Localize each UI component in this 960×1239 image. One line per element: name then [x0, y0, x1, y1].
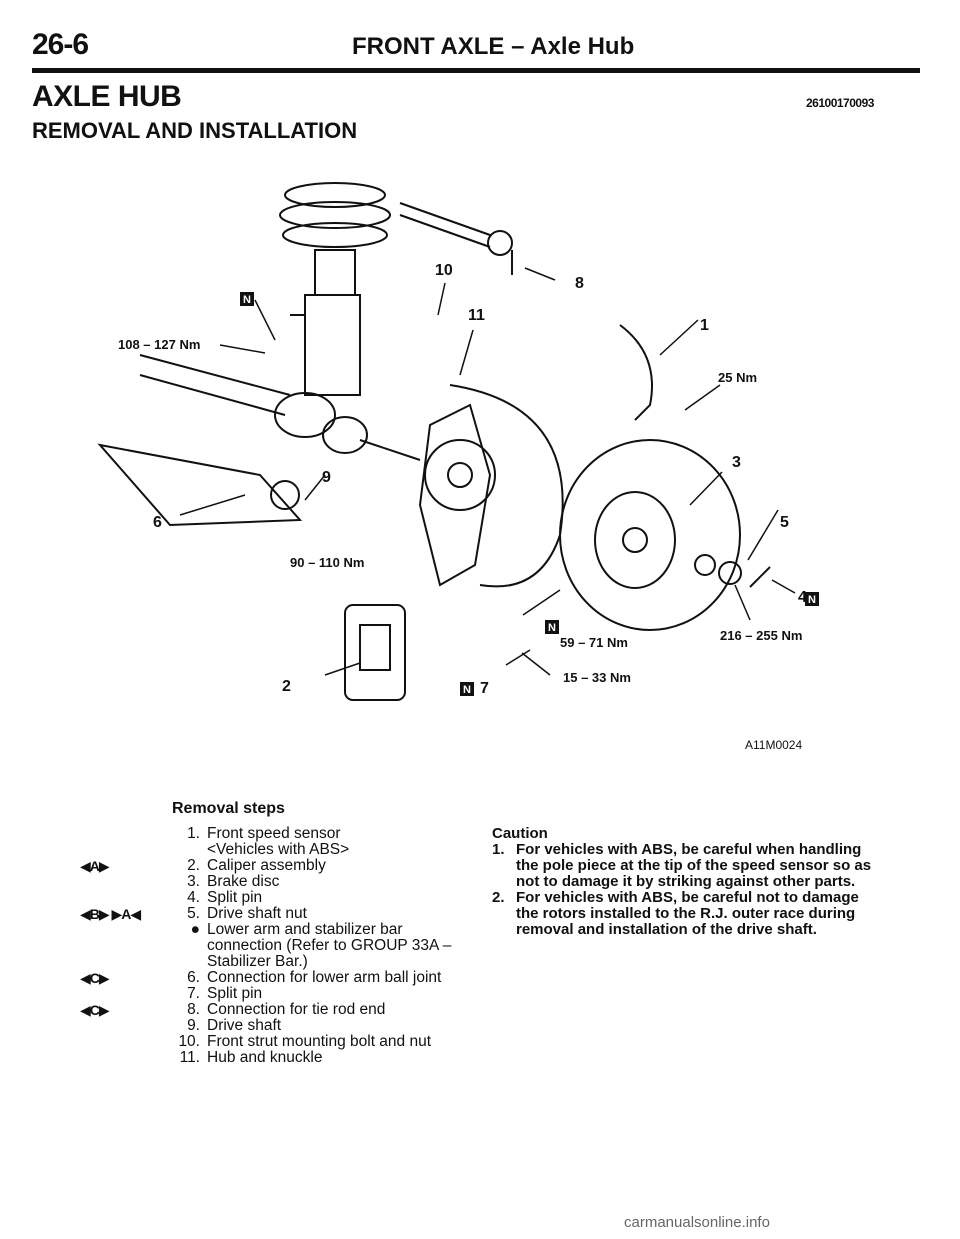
step-text: connection (Refer to GROUP 33A –: [207, 937, 452, 954]
tie-rod-drawing: [399, 202, 513, 275]
step-text: Connection for tie rod end: [207, 1001, 386, 1018]
removal-step: connection (Refer to GROUP 33A –: [80, 938, 480, 954]
step-text: Front speed sensor: [207, 825, 341, 842]
page-number: 26-6: [32, 28, 89, 61]
new-part-mark-caliper: N: [548, 622, 556, 634]
callout-8: 8: [575, 275, 584, 292]
leader-lines: [179, 267, 796, 676]
callout-9: 9: [322, 469, 331, 486]
new-part-marks: N N N N: [240, 292, 819, 696]
step-number: 9.: [187, 1017, 200, 1034]
knuckle-drawing: [418, 403, 496, 587]
torque-strut-bolt: 108 – 127 Nm: [118, 337, 200, 352]
torque-ball-joint: 90 – 110 Nm: [290, 555, 364, 570]
step-text: Split pin: [207, 889, 263, 906]
caution-number: 2.: [492, 889, 505, 906]
running-header-title: FRONT AXLE – Axle Hub: [352, 33, 635, 60]
removal-step: ◀A▶ 2. Caliper assembly: [80, 857, 480, 875]
step-text: Split pin: [207, 985, 263, 1002]
service-marker: ◀C▶: [80, 970, 110, 986]
step-number: 3.: [187, 873, 200, 890]
caliper-drawing: [344, 604, 406, 701]
callout-1: 1: [700, 317, 709, 334]
removal-step: <Vehicles with ABS>: [80, 842, 480, 858]
new-part-mark-split-pin: N: [808, 594, 816, 606]
service-marker: ◀C▶: [80, 1002, 110, 1018]
header-rule: [32, 68, 920, 73]
caution-text: For vehicles with ABS, be careful not to…: [516, 889, 859, 938]
caution-heading: Caution: [492, 825, 548, 842]
removal-step: 3. Brake disc: [80, 874, 480, 890]
torque-caliper: 59 – 71 Nm: [560, 635, 628, 650]
watermark-text: carmanualsonline.info: [624, 1214, 770, 1231]
axle-hub-exploded-diagram: 1 2 3 4 5 6 7 8 9 10 11 108 – 127 Nm 90 …: [97, 182, 819, 701]
step-number: 6.: [187, 969, 200, 986]
lower-arm-drawing: [97, 443, 303, 527]
caution-number: 1.: [492, 841, 505, 858]
speed-sensor-drawing: [619, 324, 653, 421]
drive-shaft-drawing: [139, 354, 421, 461]
removal-steps-heading: Removal steps: [172, 800, 285, 817]
step-number: 7.: [187, 985, 200, 1002]
step-text: Brake disc: [207, 873, 280, 890]
removal-step: Stabilizer Bar.): [80, 954, 480, 970]
removal-step: 10. Front strut mounting bolt and nut: [80, 1034, 480, 1050]
callout-4: 4: [798, 589, 807, 606]
torque-tie-rod: 15 – 33 Nm: [563, 670, 631, 685]
torque-drive-shaft-nut: 216 – 255 Nm: [720, 628, 802, 643]
step-text: <Vehicles with ABS>: [207, 841, 350, 858]
service-marker: ◀A▶: [80, 858, 110, 874]
step-text: Connection for lower arm ball joint: [207, 969, 442, 986]
step-number: 5.: [187, 905, 200, 922]
caution-item: 1. For vehicles with ABS, be careful when…: [492, 842, 882, 890]
removal-step: 9. Drive shaft: [80, 1018, 480, 1034]
removal-step: 4. Split pin: [80, 890, 480, 906]
removal-step: 7. Split pin: [80, 986, 480, 1002]
document-code: 26100170093: [806, 96, 874, 110]
caution-box: Caution 1. For vehicles with ABS, be care…: [492, 826, 882, 938]
removal-step: ◀C▶ 6. Connection for lower arm ball joint: [80, 969, 480, 987]
removal-step: 1. Front speed sensor: [80, 826, 480, 842]
strut-spring-drawing: [279, 182, 391, 396]
removal-steps-list: 1. Front speed sensor <Vehicles with ABS>…: [80, 826, 480, 1066]
step-number: 10.: [178, 1033, 200, 1050]
new-part-mark-strut: N: [243, 294, 251, 306]
brake-disc-drawing: [559, 439, 741, 631]
step-text: Hub and knuckle: [207, 1049, 323, 1066]
callout-7: 7: [480, 680, 489, 697]
removal-step: ◀B▶ ▶A◀ 5. Drive shaft nut: [80, 905, 480, 923]
bullet: ●: [190, 921, 200, 938]
step-text: Drive shaft: [207, 1017, 282, 1034]
section-title: AXLE HUB: [32, 80, 182, 113]
step-number: 8.: [187, 1001, 200, 1018]
callout-10: 10: [435, 262, 453, 279]
step-number: 2.: [187, 857, 200, 874]
callout-5: 5: [780, 514, 789, 531]
nut-split-pin-drawing: [694, 554, 771, 588]
step-number: 4.: [187, 889, 200, 906]
section-subtitle: REMOVAL AND INSTALLATION: [32, 118, 358, 143]
caution-text: For vehicles with ABS, be careful when h…: [516, 841, 872, 890]
removal-step: ● Lower arm and stabilizer bar: [80, 922, 480, 938]
service-marker: ◀B▶ ▶A◀: [80, 906, 141, 922]
callout-2: 2: [282, 678, 291, 695]
removal-step: 11. Hub and knuckle: [80, 1050, 480, 1066]
step-text: Stabilizer Bar.): [207, 953, 308, 970]
caution-item: 2. For vehicles with ABS, be careful not …: [492, 890, 882, 938]
step-text: Caliper assembly: [207, 857, 326, 874]
new-part-mark-split-pin-7: N: [463, 684, 471, 696]
removal-step: ◀C▶ 8. Connection for tie rod end: [80, 1001, 480, 1019]
figure-code: A11M0024: [745, 738, 803, 752]
callout-6: 6: [153, 514, 162, 531]
step-text: Drive shaft nut: [207, 905, 307, 922]
step-text: Front strut mounting bolt and nut: [207, 1033, 432, 1050]
step-number: 11.: [179, 1049, 200, 1066]
callout-11: 11: [468, 307, 485, 324]
step-text: Lower arm and stabilizer bar: [207, 921, 403, 938]
callout-3: 3: [732, 454, 741, 471]
torque-speed-sensor: 25 Nm: [718, 370, 757, 385]
step-number: 1.: [187, 825, 200, 842]
